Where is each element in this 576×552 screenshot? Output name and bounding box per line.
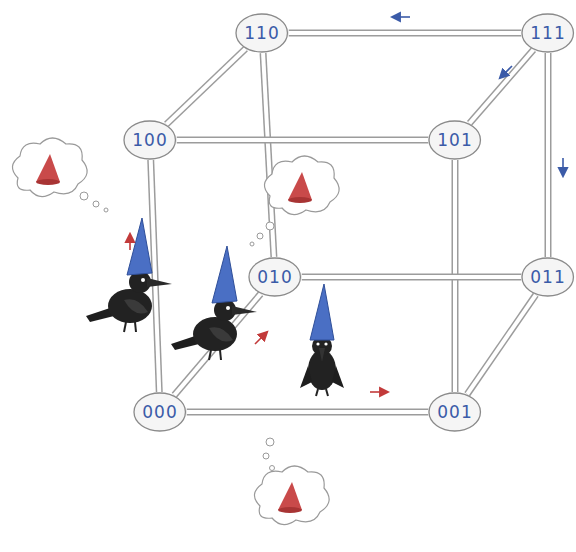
tube-fill: [166, 49, 245, 125]
tube-outline: [187, 409, 429, 416]
tube-outline: [467, 295, 536, 394]
tube-fill: [546, 53, 550, 257]
tube-fill: [302, 275, 522, 279]
state-node: 010: [248, 257, 301, 297]
cube-edge: [177, 140, 429, 141]
crow: [171, 246, 257, 360]
state-node: 101: [428, 120, 481, 160]
cube-edge: [263, 53, 274, 257]
tube-outline: [470, 50, 534, 123]
thought-bubble: [254, 438, 329, 525]
tube-fill: [177, 138, 429, 142]
cube-edge: [467, 295, 536, 394]
node-label: 011: [530, 268, 565, 287]
crow: [86, 218, 172, 332]
tube-outline: [263, 53, 274, 257]
tube-outline: [151, 160, 160, 392]
tube-fill: [470, 50, 534, 123]
node-label: 100: [132, 131, 167, 150]
state-node: 001: [428, 392, 481, 432]
tube-outline: [166, 49, 245, 125]
thought-bubble: [250, 156, 339, 246]
node-label: 110: [244, 24, 279, 43]
tube-fill: [467, 295, 536, 394]
node-label: 101: [437, 131, 472, 150]
tube-fill: [263, 53, 274, 257]
tube-fill: [289, 31, 522, 35]
cube-edge: [289, 33, 522, 34]
cube-edge: [151, 160, 160, 392]
node-label: 010: [257, 268, 292, 287]
state-node: 111: [521, 13, 574, 53]
tube-outline: [289, 30, 522, 37]
tube-outline: [544, 53, 551, 257]
node-label: 111: [530, 24, 565, 43]
node-label: 001: [437, 403, 472, 422]
cube-edge: [166, 49, 245, 125]
state-node: 100: [123, 120, 176, 160]
cube-edge: [470, 50, 534, 123]
node-label: 000: [142, 403, 177, 422]
crow: [300, 284, 344, 396]
cube-edge: [187, 412, 429, 413]
tube-fill: [187, 410, 429, 414]
tube-outline: [302, 274, 522, 281]
tube-outline: [177, 137, 429, 144]
state-node: 000: [133, 392, 186, 432]
cube-edge: [302, 277, 522, 278]
direction-arrow: [130, 17, 563, 392]
state-node: 110: [235, 13, 288, 53]
cube-edge: [547, 53, 548, 257]
thought-bubble: [12, 138, 108, 212]
state-node: 011: [521, 257, 574, 297]
tube-fill: [151, 160, 160, 392]
